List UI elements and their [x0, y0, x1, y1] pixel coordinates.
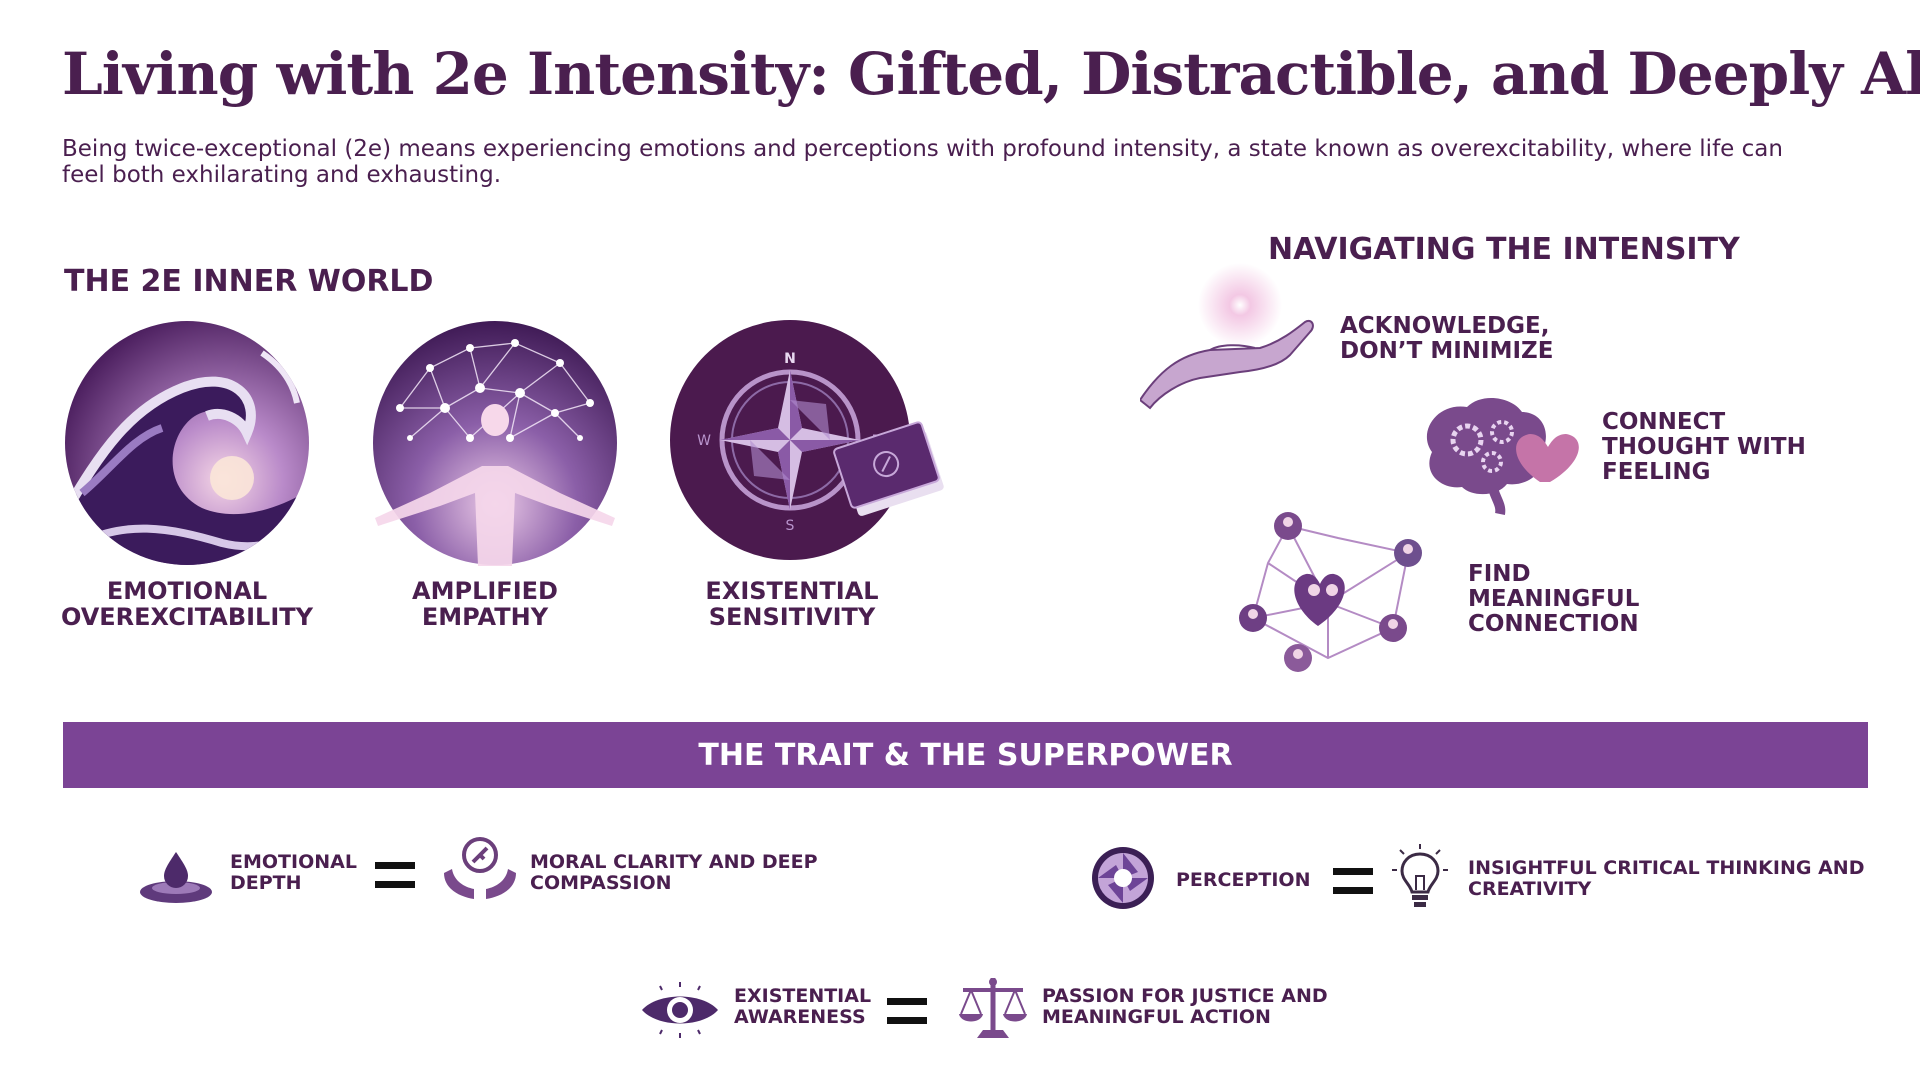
label-line: PERCEPTION	[1176, 869, 1311, 891]
trait-existential-awareness: EXISTENTIAL AWARENESS	[734, 986, 871, 1028]
equals-sign	[1333, 868, 1373, 894]
trait-perception: PERCEPTION	[1176, 870, 1310, 891]
nav-label-find: FIND MEANINGFUL CONNECTION	[1468, 562, 1639, 637]
label-line: AMPLIFIED	[412, 577, 558, 605]
power-insightful: INSIGHTFUL CRITICAL THINKING AND CREATIV…	[1468, 858, 1864, 900]
label-line: PASSION FOR JUSTICE AND	[1042, 985, 1328, 1007]
label-line: MEANINGFUL ACTION	[1042, 1006, 1271, 1028]
label-line: OVEREXCITABILITY	[60, 603, 314, 631]
eye-icon	[640, 980, 720, 1040]
label-line: DON’T MINIMIZE	[1340, 338, 1554, 364]
inner-world-heading: THE 2E INNER WORLD	[64, 264, 434, 299]
banner-text: THE TRAIT & THE SUPERPOWER	[698, 737, 1233, 773]
superpower-banner: THE TRAIT & THE SUPERPOWER	[63, 722, 1868, 788]
equals-sign	[375, 862, 415, 888]
label-line: EMOTIONAL	[230, 851, 357, 873]
wave-icon	[62, 318, 312, 568]
people-network-icon	[1228, 508, 1438, 676]
label-line: EMOTIONAL	[106, 577, 268, 605]
lightbulb-icon	[1390, 840, 1450, 912]
page-title: Living with 2e Intensity: Gifted, Distra…	[62, 40, 1920, 108]
page-subtitle: Being twice-exceptional (2e) means exper…	[62, 136, 1783, 188]
aperture-icon	[1090, 845, 1156, 911]
label-line: EXISTENTIAL	[705, 577, 879, 605]
label-line: COMPASSION	[530, 872, 672, 894]
label-line: AWARENESS	[734, 1006, 866, 1028]
label-line: DEPTH	[230, 872, 302, 894]
circle-label-existential: EXISTENTIAL SENSITIVITY	[632, 578, 952, 630]
circle-label-empathy: AMPLIFIED EMPATHY	[325, 578, 645, 630]
equals-sign	[887, 998, 927, 1024]
brain-heart-icon	[1412, 392, 1592, 517]
compass-n: N	[784, 351, 796, 367]
empathy-network-icon	[370, 318, 620, 568]
label-line: FEELING	[1602, 459, 1711, 485]
compass-w: W	[697, 433, 711, 449]
navigating-heading: NAVIGATING THE INTENSITY	[1268, 232, 1740, 267]
label-line: CREATIVITY	[1468, 878, 1592, 900]
nav-label-acknowledge: ACKNOWLEDGE, DON’T MINIMIZE	[1340, 314, 1553, 364]
label-line: CONNECTION	[1468, 611, 1639, 637]
trait-emotional-depth: EMOTIONAL DEPTH	[230, 852, 357, 894]
power-moral-clarity: MORAL CLARITY AND DEEP COMPASSION	[530, 852, 818, 894]
label-line: ACKNOWLEDGE,	[1340, 313, 1550, 339]
label-line: EMPATHY	[421, 603, 549, 631]
scales-icon	[955, 974, 1031, 1042]
water-drop-icon	[138, 848, 214, 906]
nav-label-connect: CONNECT THOUGHT WITH FEELING	[1602, 410, 1806, 485]
label-line: CONNECT	[1602, 409, 1726, 435]
label-line: SENSITIVITY	[708, 603, 876, 631]
label-line: MORAL CLARITY AND DEEP	[530, 851, 818, 873]
hands-compass-icon	[440, 833, 520, 903]
open-hand-light-icon	[1138, 260, 1320, 410]
compass-book-icon: N S E W	[670, 318, 960, 568]
label-line: INSIGHTFUL CRITICAL THINKING AND	[1468, 857, 1865, 879]
label-line: THOUGHT WITH	[1602, 434, 1806, 460]
circle-label-emotional: EMOTIONAL OVEREXCITABILITY	[27, 578, 347, 630]
power-passion-justice: PASSION FOR JUSTICE AND MEANINGFUL ACTIO…	[1042, 986, 1328, 1028]
label-line: EXISTENTIAL	[734, 985, 872, 1007]
label-line: FIND	[1468, 561, 1531, 587]
compass-s: S	[786, 518, 795, 534]
label-line: MEANINGFUL	[1468, 586, 1640, 612]
